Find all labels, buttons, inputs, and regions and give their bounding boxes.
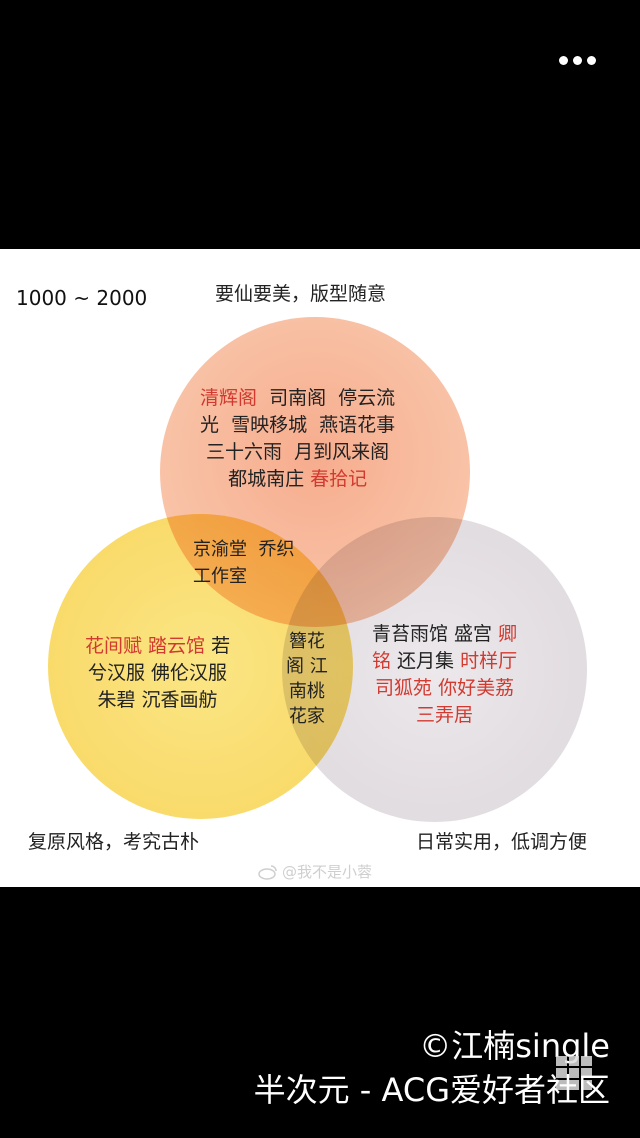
region-line: 兮汉服 佛伦汉服: [85, 660, 230, 687]
shop-name-highlighted: 司狐苑 你好美荔: [375, 677, 515, 699]
region-line: 阁 江: [286, 654, 328, 679]
shop-name: 三十六雨 月到风来阁: [206, 441, 390, 463]
region-line: 三十六雨 月到风来阁: [200, 439, 395, 466]
region-left: 花间赋 踏云馆 若兮汉服 佛伦汉服朱碧 沉香画舫: [85, 633, 230, 714]
credit-community: 半次元 - ACG爱好者社区: [253, 1071, 610, 1109]
more-dots-icon: [559, 56, 568, 65]
shop-name: 若: [205, 635, 231, 657]
region-line: 朱碧 沉香画舫: [85, 687, 230, 714]
more-dots-icon: [587, 56, 596, 65]
price-range-label: 1000 ~ 2000: [16, 286, 148, 310]
shop-name: 都城南庄: [228, 468, 311, 490]
caption-right: 日常实用，低调方便: [416, 831, 588, 853]
qr-code-icon: [556, 1056, 592, 1090]
shop-name: 簪花: [288, 631, 325, 652]
shop-name: 工作室: [193, 566, 247, 587]
region-line: 光 雪映移城 燕语花事: [200, 412, 395, 439]
region-top: 清辉阁 司南阁 停云流光 雪映移城 燕语花事三十六雨 月到风来阁都城南庄 春拾记: [200, 385, 395, 493]
watermark-text: @我不是小蓉: [282, 863, 373, 881]
weibo-icon: [258, 864, 277, 880]
shop-name-highlighted: 卿: [498, 623, 518, 645]
region-line: 花家: [286, 704, 328, 729]
region-line: 铭 还月集 时样厅: [372, 648, 517, 675]
shop-name-highlighted: 花间赋 踏云馆: [85, 635, 206, 657]
region-line: 南桃: [286, 679, 328, 704]
shop-name: 阁 江: [286, 656, 328, 677]
shop-name-highlighted: 春拾记: [310, 468, 368, 490]
shop-name: 光 雪映移城 燕语花事: [200, 414, 396, 436]
region-line: 工作室: [193, 563, 294, 590]
shop-name-highlighted: 三弄居: [416, 704, 474, 726]
region-left-right: 簪花阁 江南桃花家: [286, 629, 328, 729]
shop-name: 青苔雨馆 盛宫: [372, 623, 499, 645]
shop-name-highlighted: 清辉阁: [200, 387, 258, 409]
region-line: 花间赋 踏云馆 若: [85, 633, 230, 660]
region-top-left: 京渝堂 乔织工作室: [193, 536, 294, 590]
region-right: 青苔雨馆 盛宫 卿铭 还月集 时样厅司狐苑 你好美荔三弄居: [372, 621, 517, 729]
shop-name: 京渝堂 乔织: [193, 539, 295, 560]
shop-name: 司南阁 停云流: [257, 387, 396, 409]
more-dots-icon: [573, 56, 582, 65]
shop-name: 花家: [288, 706, 325, 727]
watermark: @我不是小蓉: [258, 861, 372, 882]
circle-daily: [282, 517, 587, 822]
caption-left: 复原风格，考究古朴: [28, 831, 200, 853]
shop-name-highlighted: 铭: [372, 650, 392, 672]
region-line: 簪花: [286, 629, 328, 654]
more-options-button[interactable]: [559, 56, 596, 65]
region-line: 青苔雨馆 盛宫 卿: [372, 621, 517, 648]
venn-diagram-image: 1000 ~ 2000 要仙要美，版型随意 复原风格，考究古朴 日常实用，低调方…: [0, 249, 640, 887]
shop-name: 兮汉服 佛伦汉服: [88, 662, 228, 684]
shop-name: 朱碧 沉香画舫: [97, 689, 218, 711]
region-line: 司狐苑 你好美荔: [372, 675, 517, 702]
caption-top: 要仙要美，版型随意: [215, 283, 387, 305]
shop-name: 南桃: [288, 681, 325, 702]
region-line: 都城南庄 春拾记: [200, 466, 395, 493]
region-line: 京渝堂 乔织: [193, 536, 294, 563]
shop-name-highlighted: 时样厅: [460, 650, 518, 672]
shop-name: 还月集: [391, 650, 461, 672]
region-line: 清辉阁 司南阁 停云流: [200, 385, 395, 412]
region-line: 三弄居: [372, 702, 517, 729]
